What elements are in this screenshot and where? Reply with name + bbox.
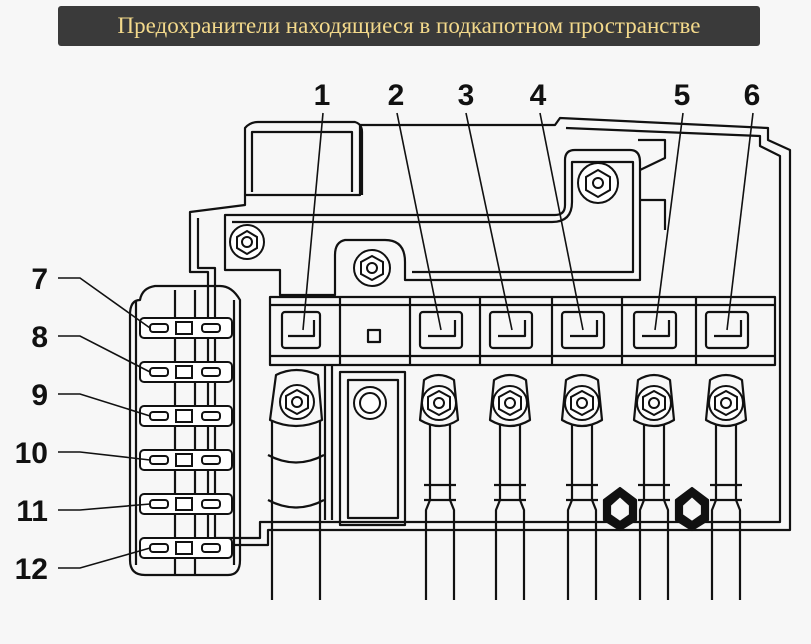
nut-cable-1 bbox=[279, 384, 315, 420]
leader-2 bbox=[396, 112, 442, 331]
diagram-title: Предохранители находящиеся в подкапотном… bbox=[117, 13, 701, 38]
top-connector bbox=[243, 120, 364, 195]
leader-1 bbox=[302, 112, 324, 331]
fuse-5 bbox=[632, 310, 678, 350]
label-8: 8 bbox=[31, 321, 48, 354]
leader-9 bbox=[58, 393, 151, 417]
leader-7 bbox=[58, 277, 151, 329]
nut-busbar-right bbox=[577, 162, 619, 204]
side-fuse-8 bbox=[139, 361, 233, 383]
cable-lugs bbox=[418, 373, 748, 600]
nut-lug-2 bbox=[421, 385, 457, 421]
side-fuse-12 bbox=[139, 537, 233, 559]
nut-lug-4 bbox=[564, 385, 600, 421]
fuse-strip bbox=[268, 295, 777, 367]
fuse-1 bbox=[280, 310, 322, 350]
leader-4 bbox=[539, 112, 584, 331]
side-fuse-11 bbox=[139, 493, 233, 515]
side-fuse-holder bbox=[128, 284, 242, 577]
title-banner: Предохранители находящиеся в подкапотном… bbox=[58, 6, 760, 46]
leader-3 bbox=[465, 112, 513, 331]
nut-busbar-mid bbox=[353, 249, 391, 287]
leader-6 bbox=[726, 112, 754, 331]
nut-plate bbox=[353, 386, 387, 420]
fuse-4 bbox=[560, 310, 606, 350]
label-11: 11 bbox=[16, 495, 48, 528]
label-2: 2 bbox=[388, 79, 405, 112]
housing-inner-outline bbox=[196, 126, 782, 540]
leader-5 bbox=[654, 112, 684, 331]
side-fuse-7 bbox=[139, 317, 233, 339]
center-plate bbox=[338, 370, 407, 527]
hex-nuts bbox=[229, 162, 744, 421]
fuse-2 bbox=[418, 310, 464, 350]
main-cable bbox=[270, 420, 322, 600]
label-7: 7 bbox=[31, 263, 48, 296]
fuse-3 bbox=[488, 310, 534, 350]
nut-busbar-left bbox=[229, 224, 265, 260]
leader-12 bbox=[58, 547, 151, 569]
bus-bar bbox=[223, 148, 642, 297]
nut-lug-3 bbox=[492, 385, 528, 421]
label-6: 6 bbox=[744, 79, 761, 112]
label-5: 5 bbox=[674, 79, 691, 112]
label-4: 4 bbox=[530, 79, 547, 112]
side-fuse-9 bbox=[139, 405, 233, 427]
leader-10 bbox=[58, 451, 151, 461]
nut-lug-5 bbox=[636, 385, 672, 421]
fuse-6 bbox=[704, 310, 750, 350]
small-square bbox=[366, 328, 382, 344]
label-9: 9 bbox=[31, 379, 48, 412]
leader-11 bbox=[58, 503, 151, 511]
label-12: 12 bbox=[15, 553, 48, 586]
label-3: 3 bbox=[458, 79, 475, 112]
label-1: 1 bbox=[314, 79, 331, 112]
label-10: 10 bbox=[15, 437, 48, 470]
leader-8 bbox=[58, 335, 151, 373]
nut-lug-6 bbox=[708, 385, 744, 421]
bracket-right bbox=[638, 138, 667, 171]
side-fuse-10 bbox=[139, 449, 233, 471]
